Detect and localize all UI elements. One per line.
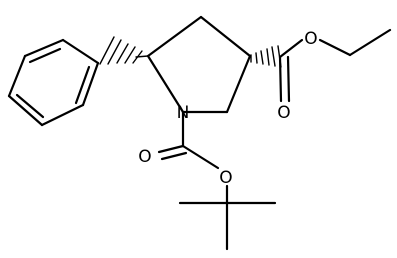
phenyl-bond-2 [23,38,65,58]
stereo-hash-bond-ester [250,45,282,68]
bond-n-c5 [146,54,185,114]
phenyl-bond-5 [40,103,85,127]
bond-ch2-ch3 [348,28,392,57]
ethyl-ester-group [250,28,392,103]
stereo-hash-bond-phenyl [99,36,149,65]
phenyl-bond-4 [7,94,44,127]
phenyl-bond-6-inner [74,65,91,105]
atom-o-carbamate-carbonyl-label: O [138,147,151,167]
bond-carbamate-c-o-2 [160,151,188,161]
atom-o-carbamate-ether-label: O [219,168,232,188]
phenyl-bond-3 [7,54,27,98]
bond-ether-o-ch2 [318,38,352,57]
phenyl-group [7,36,149,127]
pyrrolidine-ring [146,15,252,114]
phenyl-bond-1 [61,38,100,65]
atom-o-ester-carbonyl-label: O [277,103,290,123]
bond-carbonyl-c-ether-o [278,38,304,59]
atom-labels: N O O O O [138,29,317,188]
phenyl-bond-2-inner [28,47,62,64]
bond-c5-c4 [146,15,203,58]
boc-group [157,110,277,251]
phenyl-bond-4-inner [15,93,45,119]
bond-ester-c-o-1 [278,55,283,103]
bond-c4-c3 [199,15,252,58]
bond-carbamate-c-o-1 [157,144,185,154]
bond-c2-c3 [225,54,252,114]
atom-o-ester-ether-label: O [304,29,317,49]
phenyl-bond-6 [81,61,100,107]
atom-n-label: N [177,103,190,123]
bond-ester-c-o-2 [286,55,291,103]
bond-carbamate-c-ether-o [181,144,220,170]
